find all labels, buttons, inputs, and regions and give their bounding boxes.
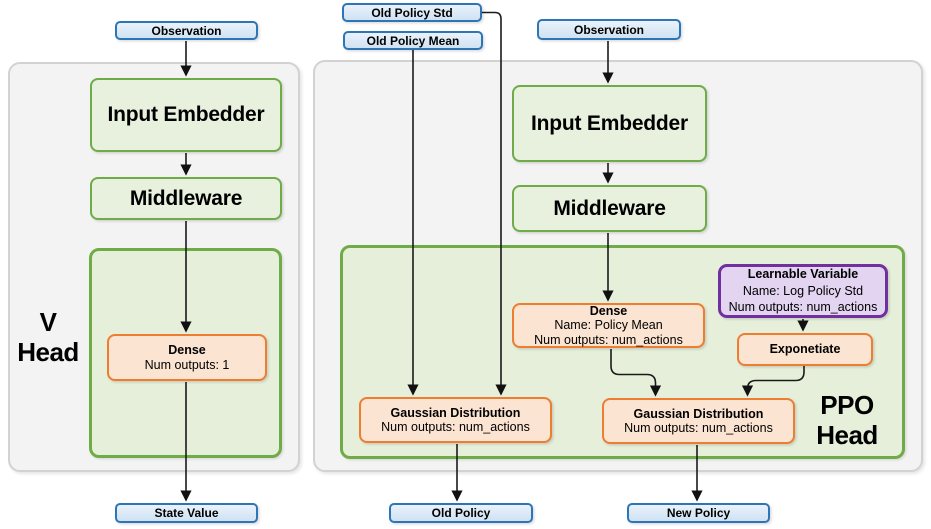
ppo-observation-label: Observation [573,22,645,37]
policy-mean-dense-title: Dense [589,303,628,318]
ppo-input-embedder-label: Input Embedder [530,111,689,135]
new-policy-label: New Policy [666,506,731,520]
policy-mean-dense-name: Name: Policy Mean [554,318,663,333]
new-policy-node: New Policy [627,503,770,523]
policy-mean-dense-outputs: Num outputs: num_actions [534,332,683,347]
old-policy-label: Old Policy [431,506,491,520]
ppo-head-title-line1: PPO [820,390,874,420]
v-input-embedder-node: Input Embedder [90,78,282,152]
learnable-variable-title: Learnable Variable [747,267,859,282]
v-input-embedder-label: Input Embedder [107,103,265,126]
ppo-head-title-line2: Head [816,420,878,450]
gaussian-new-outputs: Num outputs: num_actions [624,421,773,435]
v-observation-node: Observation [115,21,258,40]
old-policy-mean-node: Old Policy Mean [343,31,483,50]
learnable-variable-node: Learnable Variable Name: Log Policy Std … [718,264,888,318]
policy-mean-dense-node: Dense Name: Policy Mean Num outputs: num… [512,303,705,348]
ppo-observation-node: Observation [537,19,681,40]
exponetiate-label: Exponetiate [769,342,841,357]
ppo-input-embedder-node: Input Embedder [512,85,707,162]
v-dense-node: Dense Num outputs: 1 [107,334,267,381]
ppo-middleware-label: Middleware [553,196,666,220]
v-observation-label: Observation [151,23,222,38]
state-value-label: State Value [154,506,219,520]
gaussian-distribution-new-node: Gaussian Distribution Num outputs: num_a… [602,398,795,444]
v-middleware-node: Middleware [90,177,282,220]
gaussian-old-outputs: Num outputs: num_actions [381,420,530,434]
v-head-title-line2: Head [17,337,79,367]
old-policy-std-label: Old Policy Std [371,5,453,20]
ppo-head-title: PPO Head [798,390,896,450]
gaussian-distribution-old-node: Gaussian Distribution Num outputs: num_a… [359,397,552,443]
gaussian-old-title: Gaussian Distribution [390,405,521,420]
old-policy-node: Old Policy [389,503,533,523]
v-head-title: V Head [10,307,86,367]
ppo-middleware-node: Middleware [512,185,707,232]
old-policy-std-node: Old Policy Std [342,3,482,22]
v-dense-title: Dense [168,343,206,357]
state-value-node: State Value [115,503,258,523]
v-head-title-line1: V [39,307,57,337]
exponetiate-node: Exponetiate [737,333,873,366]
v-middleware-label: Middleware [129,186,243,210]
v-dense-outputs: Num outputs: 1 [144,357,230,372]
gaussian-new-title: Gaussian Distribution [633,406,764,421]
old-policy-mean-label: Old Policy Mean [366,33,460,48]
learnable-variable-name: Name: Log Policy Std [742,283,864,298]
learnable-variable-outputs: Num outputs: num_actions [728,300,878,315]
